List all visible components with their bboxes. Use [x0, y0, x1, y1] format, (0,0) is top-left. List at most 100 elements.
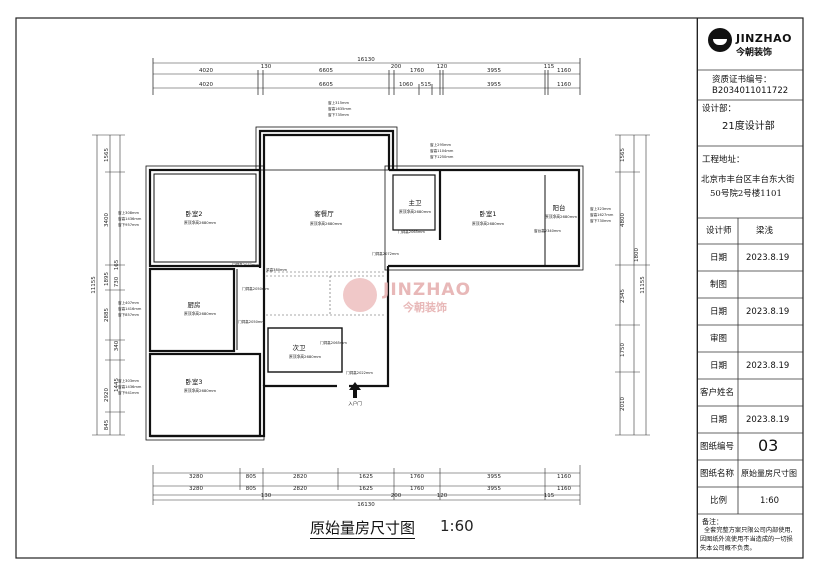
dim-label: 11155	[640, 276, 646, 294]
dim-label: 1060	[399, 82, 413, 88]
window-note: 窗上323mm	[590, 206, 612, 211]
dept-value: 21度设计部	[722, 121, 775, 132]
address-line1: 北京市丰台区丰台东大街	[701, 175, 795, 185]
entrance-label: 入户门	[348, 400, 362, 407]
dim-label: 1160	[557, 68, 571, 74]
room-notes: 原顶净高2680mm 原顶净高2680mm 原顶净高2680mm 原顶净高268…	[184, 209, 578, 393]
dim-label: 2920	[104, 388, 110, 402]
dim-label: 1760	[410, 474, 424, 480]
room-labels: 卧室2 客餐厅 主卫 卧室1 阳台 厨房 次卫 卧室3	[185, 198, 565, 386]
top-dimensions	[152, 58, 581, 95]
date-label: 日期	[710, 307, 728, 317]
cert-label: 资质证书编号：	[712, 75, 772, 85]
sheet-name-label: 图纸名称	[700, 469, 735, 479]
window-note: 窗高1416mm	[118, 306, 142, 311]
dim-label: 730	[114, 276, 120, 287]
dim-label: 1800	[634, 248, 640, 262]
door-note: 门洞高2065mm	[320, 340, 347, 345]
dim-label: 2820	[293, 486, 307, 492]
window-note: 窗上303mm	[118, 378, 140, 383]
dim-label: 3955	[487, 82, 501, 88]
dim-label: 845	[104, 419, 110, 430]
door-note: 窗台高2340mm	[534, 228, 561, 233]
entrance-arrow-icon	[349, 382, 361, 398]
dim-label: 115	[544, 64, 555, 70]
door-note: 门洞高2065mm	[398, 229, 425, 234]
dim-label: 1565	[104, 148, 110, 162]
window-note: 窗上315mm	[328, 100, 350, 105]
logo-brand: JINZHAO	[736, 32, 792, 45]
window-note: 窗下941mm	[118, 390, 140, 395]
dim-label: 1445	[114, 378, 120, 392]
watermark-logo-icon	[343, 278, 377, 312]
dim-label: 16130	[357, 502, 375, 508]
window-note: 窗下857mm	[118, 312, 140, 317]
dim-label: 3955	[487, 474, 501, 480]
door-note: 门洞高2050mm	[242, 286, 269, 291]
bottom-dimensions	[152, 465, 581, 505]
dim-label: 1895	[104, 272, 110, 286]
window-note: 窗下735mm	[328, 112, 350, 117]
dim-label: 1750	[620, 343, 626, 357]
dim-label: 2885	[104, 308, 110, 322]
room-name: 客餐厅	[314, 209, 334, 218]
dim-label: 1625	[359, 486, 373, 492]
date-value: 2023.8.19	[746, 361, 790, 371]
room-note: 原顶净高2680mm	[545, 214, 578, 219]
dim-label: 1565	[620, 148, 626, 162]
dim-label: 2010	[620, 397, 626, 411]
dept-label: 设计部：	[702, 104, 737, 114]
window-note: 窗上407mm	[118, 300, 140, 305]
room-name: 阳台	[553, 203, 566, 212]
room-note: 原顶净高2680mm	[399, 209, 432, 214]
door-note: 门洞高2050mm	[238, 319, 265, 324]
top-dimension-labels: 16130 4020 130 6605 200 1760 120 3955 11…	[199, 57, 571, 88]
window-note: 窗下957mm	[118, 222, 140, 227]
dim-label: 2820	[293, 474, 307, 480]
note-line: 因图纸外流使用不当造成的一切损	[700, 536, 793, 543]
logo-icon	[708, 28, 732, 52]
room-name: 次卫	[293, 343, 307, 352]
drawing-scale: 1:60	[440, 517, 474, 535]
room-name: 主卫	[409, 198, 423, 207]
dashed-guides	[266, 271, 385, 316]
note-line: 失本公司概不负责。	[700, 545, 756, 552]
dim-label: 11155	[91, 276, 97, 294]
left-dimensions	[92, 134, 125, 436]
address-label: 工程地址：	[702, 155, 745, 165]
sheet-no-label: 图纸编号	[700, 442, 735, 452]
room-name: 卧室2	[185, 209, 202, 218]
date-value: 2023.8.19	[746, 415, 790, 425]
scale-value: 1:60	[760, 496, 780, 506]
dim-label: 130	[261, 64, 272, 70]
review-label: 审图	[710, 334, 728, 344]
dim-label: 1160	[557, 474, 571, 480]
client-label: 客户姓名	[700, 388, 735, 398]
dim-label: 165	[114, 259, 120, 270]
scale-label: 比例	[710, 496, 728, 506]
door-note: 门洞高2022mm	[346, 370, 373, 375]
dim-label: 3955	[487, 68, 501, 74]
dim-label: 1760	[410, 68, 424, 74]
window-note: 窗高1436mm	[118, 384, 142, 389]
dim-label: 3400	[104, 213, 110, 227]
date-label: 日期	[710, 361, 728, 371]
room-name: 卧室1	[479, 209, 496, 218]
company-logo: JINZHAO 今朝装饰	[698, 18, 804, 70]
dim-label: 805	[246, 486, 257, 492]
room-note: 原顶净高2680mm	[184, 311, 217, 316]
room-name: 厨房	[188, 300, 201, 309]
bottom-dimension-labels: 3280 805 2820 1625 1760 3955 1160 3280 8…	[189, 474, 571, 508]
dim-label: 805	[246, 474, 257, 480]
room-note: 原顶净高2680mm	[184, 220, 217, 225]
dim-label: 6605	[319, 82, 333, 88]
dim-label: 200	[391, 64, 402, 70]
logo-sub: 今朝装饰	[736, 48, 773, 58]
designer-label: 设计师	[706, 226, 732, 236]
thin-walls	[145, 126, 584, 441]
designer-value: 梁浅	[756, 226, 774, 236]
dim-label: 2345	[620, 289, 626, 303]
dim-label: 4800	[620, 213, 626, 227]
left-dimension-labels: 11155 1565 3400 1895 2885 2920 845 165 7…	[91, 148, 120, 431]
room-note: 原顶净高2680mm	[472, 221, 505, 226]
